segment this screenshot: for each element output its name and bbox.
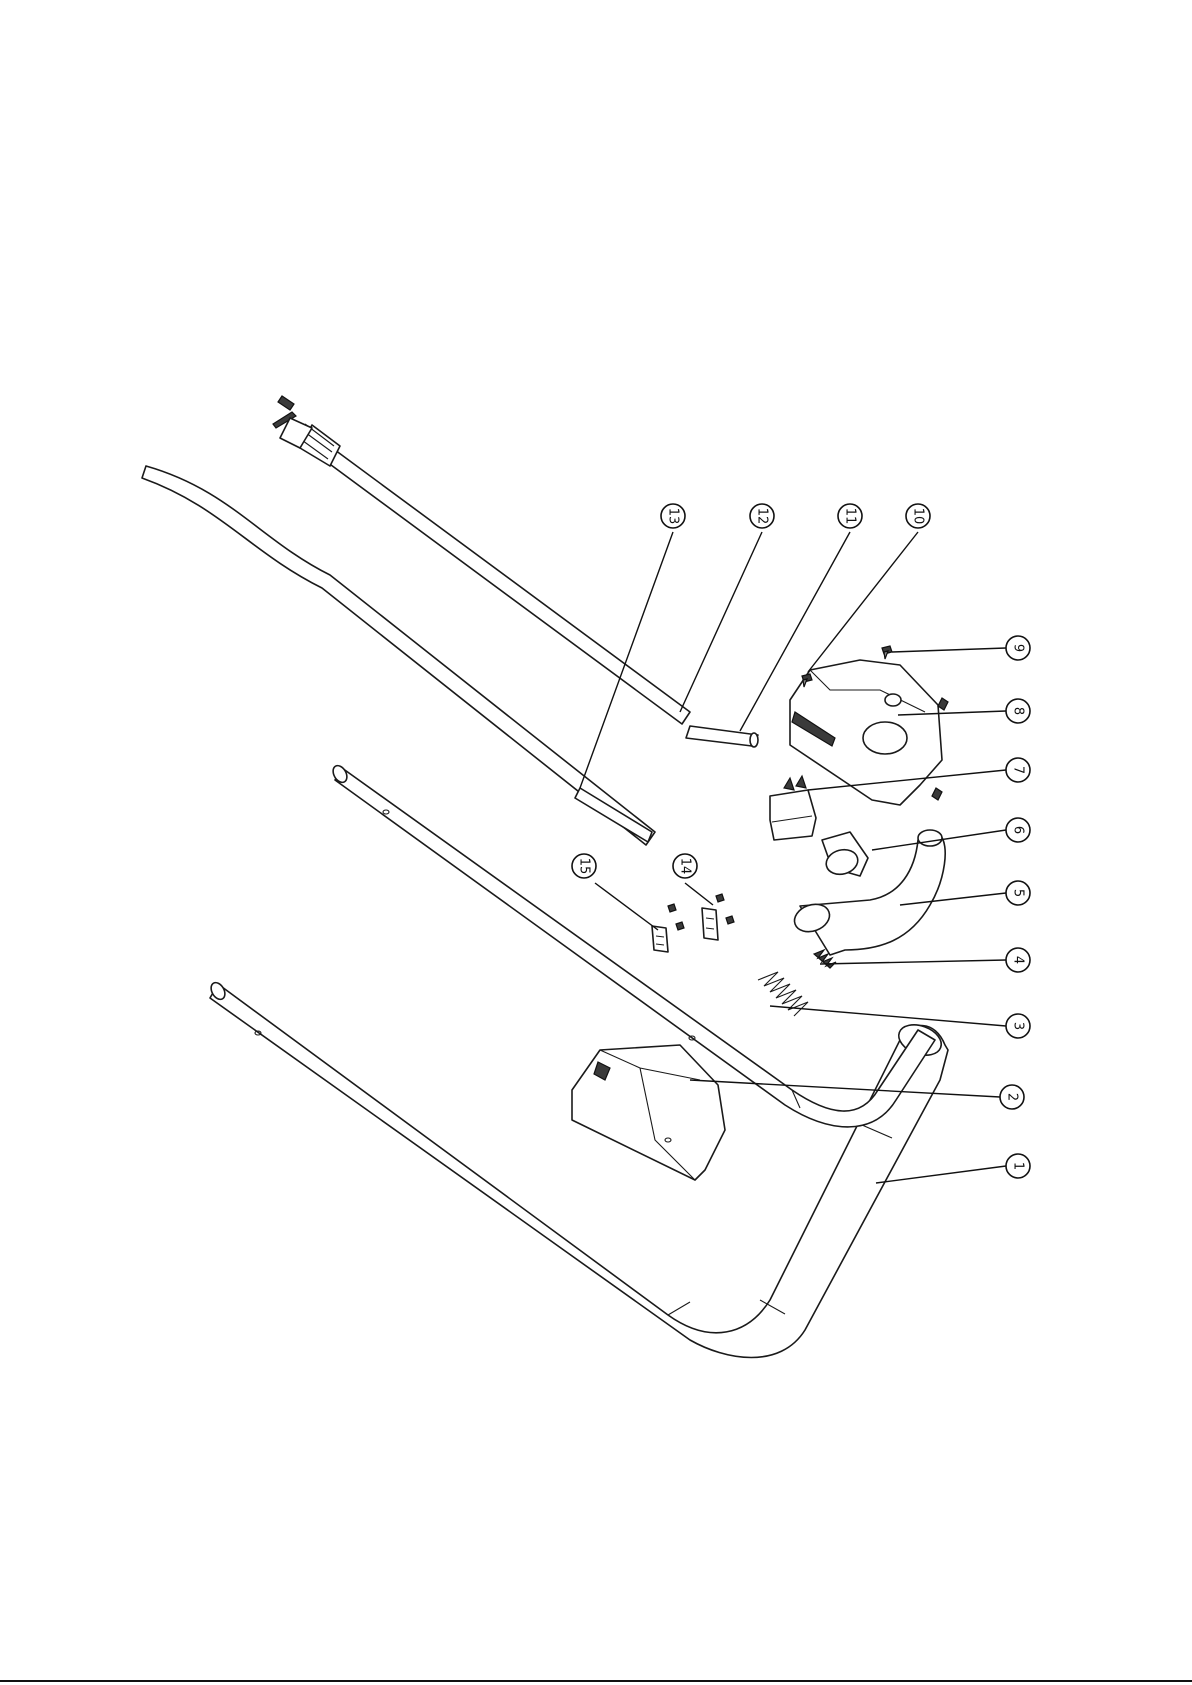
callout-7: 7 bbox=[1006, 758, 1030, 782]
cover-part-8 bbox=[790, 660, 942, 805]
bracket-part-15 bbox=[652, 904, 684, 952]
callout-5: 5 bbox=[1006, 881, 1030, 905]
svg-text:3: 3 bbox=[1011, 1022, 1026, 1030]
power-cord-with-plug bbox=[273, 396, 690, 724]
svg-text:13: 13 bbox=[666, 508, 681, 525]
svg-text:10: 10 bbox=[911, 508, 926, 525]
tube-part-12 bbox=[575, 788, 652, 842]
svg-text:5: 5 bbox=[1011, 889, 1026, 897]
svg-text:11: 11 bbox=[843, 508, 858, 525]
svg-text:14: 14 bbox=[678, 858, 693, 875]
sleeve-part-11 bbox=[686, 726, 758, 747]
svg-text:9: 9 bbox=[1011, 644, 1026, 652]
svg-text:8: 8 bbox=[1011, 707, 1026, 715]
callout-15: 15 bbox=[572, 854, 596, 878]
svg-text:12: 12 bbox=[755, 508, 770, 525]
switch-part-7 bbox=[770, 776, 816, 840]
callout-9: 9 bbox=[1006, 636, 1030, 660]
callout-4: 4 bbox=[1006, 948, 1030, 972]
svg-text:7: 7 bbox=[1011, 766, 1026, 774]
svg-text:15: 15 bbox=[577, 858, 592, 875]
handle-lever-part-5 bbox=[791, 830, 946, 955]
callout-8: 8 bbox=[1006, 699, 1030, 723]
callout-3: 3 bbox=[1006, 1014, 1030, 1038]
callout-6: 6 bbox=[1006, 818, 1030, 842]
svg-text:6: 6 bbox=[1011, 826, 1026, 834]
clip-part-6 bbox=[822, 832, 868, 878]
callout-12: 12 bbox=[750, 504, 774, 528]
housing-part-2 bbox=[572, 1045, 725, 1180]
spring-part-3 bbox=[758, 972, 808, 1016]
callout-2: 2 bbox=[1000, 1085, 1024, 1109]
frame-part-1 bbox=[208, 980, 948, 1357]
svg-text:1: 1 bbox=[1011, 1162, 1026, 1170]
callout-1: 1 bbox=[1006, 1154, 1030, 1178]
screw-part-9 bbox=[882, 646, 892, 659]
callout-10: 10 bbox=[906, 504, 930, 528]
tube-part-13 bbox=[142, 466, 655, 845]
svg-text:4: 4 bbox=[1011, 956, 1026, 964]
callout-14: 14 bbox=[673, 854, 697, 878]
svg-text:2: 2 bbox=[1005, 1093, 1020, 1101]
bottom-border-line bbox=[0, 1680, 1192, 1682]
callout-13: 13 bbox=[661, 504, 685, 528]
callout-11: 11 bbox=[838, 504, 862, 528]
